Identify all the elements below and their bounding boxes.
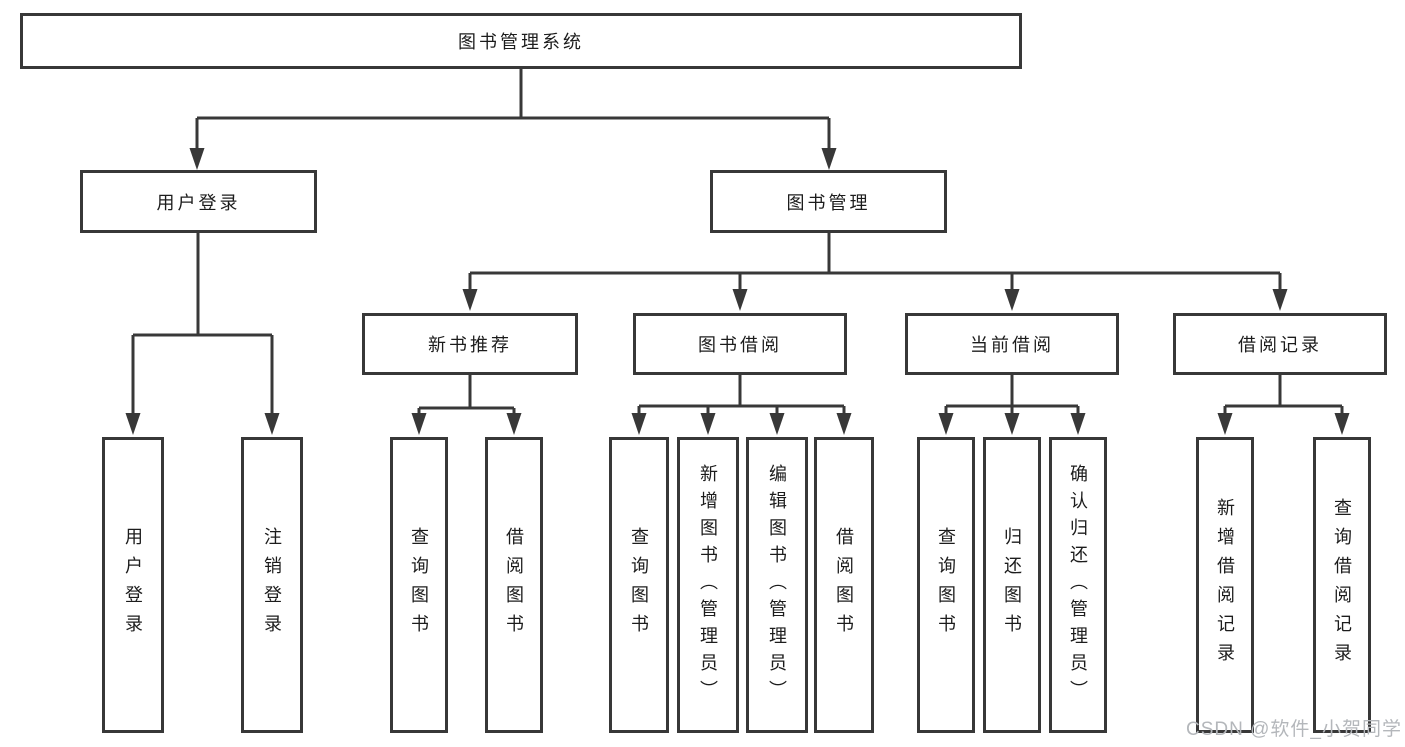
node-label: 当前借阅: [970, 335, 1054, 355]
leaf-label: 用户登录: [123, 527, 143, 643]
node-label: 新书推荐: [428, 335, 512, 355]
node-label: 借阅记录: [1238, 335, 1322, 355]
leaf-label: 借阅图书: [834, 527, 854, 643]
node-book-management: 图书管理: [710, 170, 947, 233]
leaf-borrow-books-recommend: 借阅图书: [485, 437, 543, 733]
leaf-label: 查询借阅记录: [1332, 498, 1352, 672]
node-current-borrowing: 当前借阅: [905, 313, 1119, 375]
leaf-logout: 注销登录: [241, 437, 303, 733]
leaf-query-books-current: 查询图书: [917, 437, 975, 733]
leaf-label: 编辑图书（管理员）: [767, 463, 787, 707]
node-book-borrowing: 图书借阅: [633, 313, 847, 375]
node-user-login: 用户登录: [80, 170, 317, 233]
leaf-label: 归还图书: [1002, 527, 1022, 643]
leaf-label: 确认归还（管理员）: [1068, 463, 1088, 707]
leaf-label: 新增图书（管理员）: [698, 463, 718, 707]
leaf-label: 新增借阅记录: [1215, 498, 1235, 672]
leaf-return-books: 归还图书: [983, 437, 1041, 733]
leaf-label: 注销登录: [262, 527, 282, 643]
node-borrowing-records: 借阅记录: [1173, 313, 1387, 375]
node-label: 图书管理系统: [458, 32, 584, 52]
node-label: 用户登录: [156, 192, 241, 213]
node-label: 图书借阅: [698, 335, 782, 355]
node-library-management-system: 图书管理系统: [20, 13, 1022, 69]
leaf-add-borrow-record: 新增借阅记录: [1196, 437, 1254, 733]
leaf-label: 查询图书: [409, 527, 429, 643]
leaf-query-books-borrow: 查询图书: [609, 437, 669, 733]
node-new-book-recommendation: 新书推荐: [362, 313, 578, 375]
leaf-confirm-return-admin: 确认归还（管理员）: [1049, 437, 1107, 733]
leaf-label: 查询图书: [936, 527, 956, 643]
leaf-label: 查询图书: [629, 527, 649, 643]
leaf-query-borrow-record: 查询借阅记录: [1313, 437, 1371, 733]
leaf-add-books-admin: 新增图书（管理员）: [677, 437, 739, 733]
leaf-edit-books-admin: 编辑图书（管理员）: [746, 437, 808, 733]
node-label: 图书管理: [786, 192, 871, 213]
leaf-query-books-recommend: 查询图书: [390, 437, 448, 733]
watermark-text: CSDN @软件_小贺同学: [1186, 719, 1402, 740]
leaf-label: 借阅图书: [504, 527, 524, 643]
leaf-user-login: 用户登录: [102, 437, 164, 733]
leaf-borrow-books-borrow: 借阅图书: [814, 437, 874, 733]
